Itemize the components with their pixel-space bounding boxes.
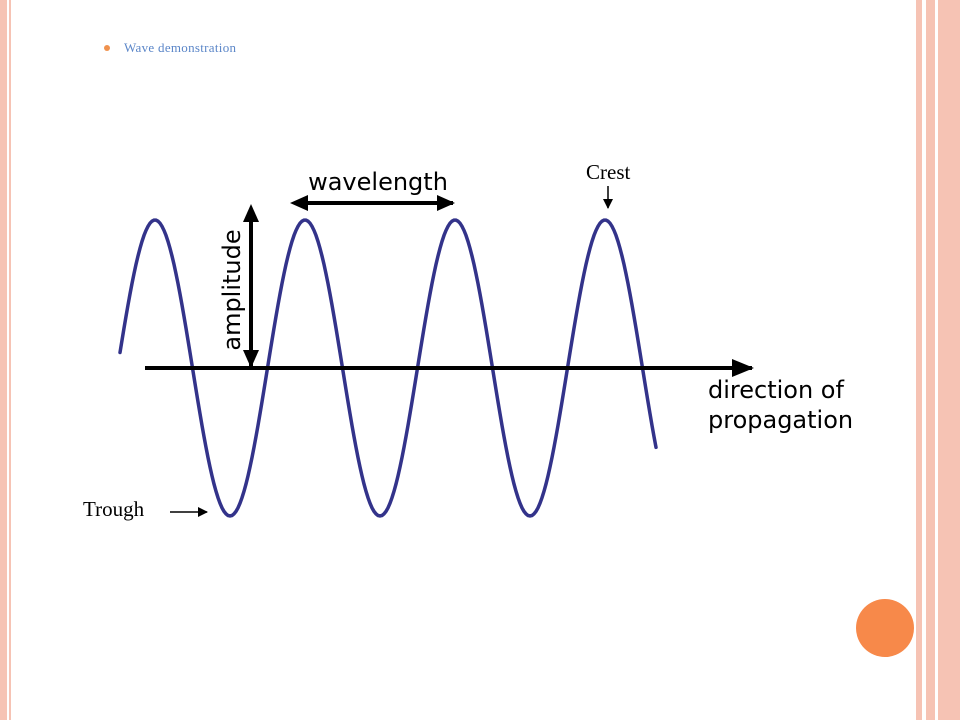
slide-left-border xyxy=(0,0,7,720)
wavelength-label: wavelength xyxy=(308,168,448,196)
amplitude-label: amplitude xyxy=(218,229,246,350)
bullet-text: Wave demonstration xyxy=(124,40,237,55)
slide-left-border-line xyxy=(9,0,11,720)
direction-label-line1: direction of xyxy=(708,376,844,404)
crest-annotation: Crest xyxy=(586,160,631,184)
sine-wave xyxy=(118,218,658,518)
trough-annotation: Trough xyxy=(83,497,145,521)
direction-label-line2: propagation xyxy=(708,406,853,434)
bullet-item: Wave demonstration xyxy=(104,38,236,58)
accent-circle xyxy=(856,599,914,657)
bullet-dot-icon xyxy=(104,45,110,51)
slide-right-border xyxy=(916,0,960,720)
